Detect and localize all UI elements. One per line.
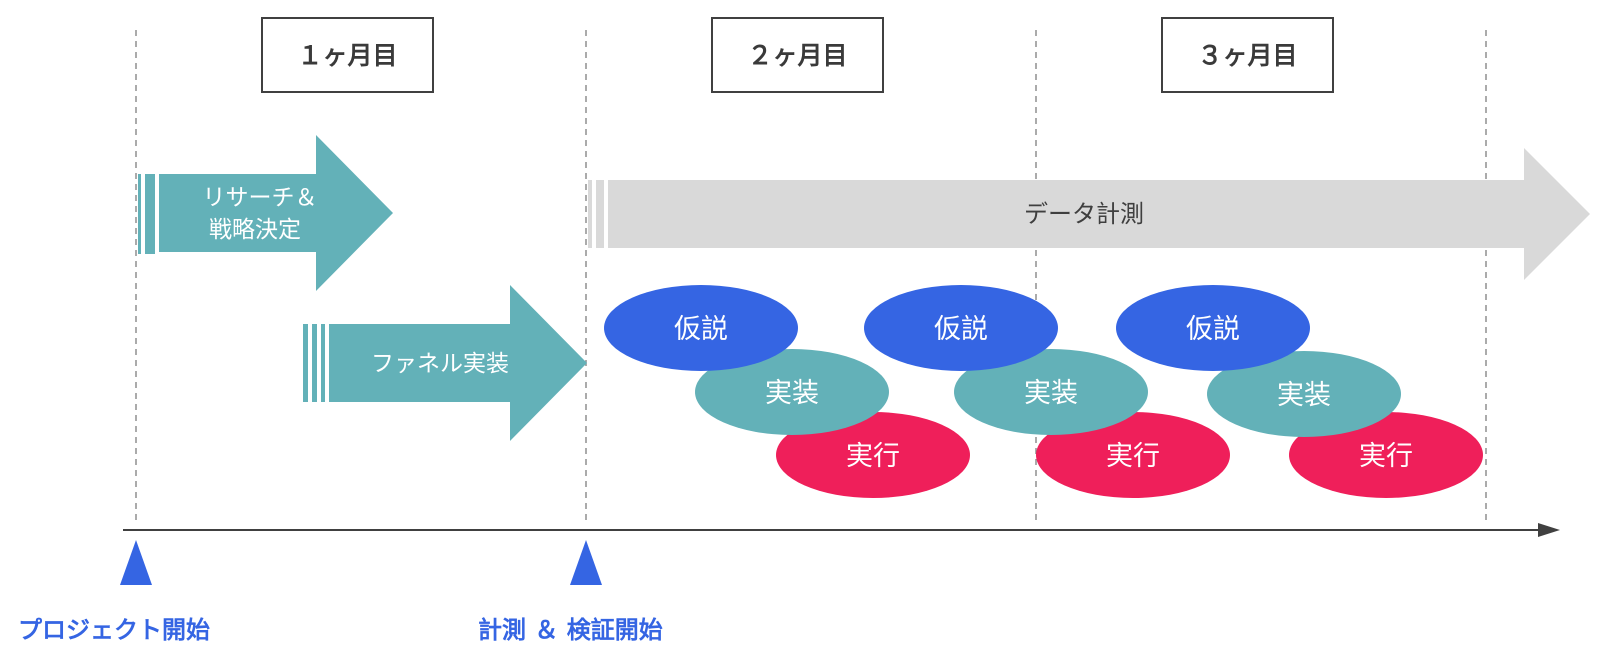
- implement-ellipse: [1207, 351, 1401, 437]
- milestone-label: 計測 ＆ 検証開始: [478, 616, 663, 644]
- research-label-line1: リサーチ＆: [203, 185, 318, 211]
- implement-label: 実装: [1277, 380, 1331, 411]
- implement-ellipse: [695, 349, 889, 435]
- execute-ellipse: [776, 412, 970, 498]
- milestone-triangle-icon: [120, 540, 152, 585]
- research-arrow: リサーチ＆ 戦略決定: [138, 135, 393, 291]
- data-measurement-arrow: データ計測: [588, 148, 1590, 280]
- arrow-stripe: [138, 174, 141, 254]
- execute-label: 実行: [846, 441, 900, 472]
- hypothesis-ellipse: [1116, 285, 1310, 371]
- month-label: １ヶ月目: [297, 41, 397, 70]
- arrow-stripe: [321, 324, 325, 402]
- cycle-1: 実行 実装 仮説: [604, 285, 970, 498]
- month-header-3: ３ヶ月目: [1161, 17, 1334, 93]
- data-measurement-label: データ計測: [1024, 200, 1144, 228]
- milestone-label: プロジェクト開始: [18, 616, 210, 644]
- arrow-body: [329, 285, 587, 441]
- arrow-body: [159, 135, 393, 291]
- period-separators: [135, 30, 1487, 520]
- hypothesis-label: 仮説: [934, 314, 988, 345]
- hypothesis-ellipse: [864, 285, 1058, 371]
- month-box: [261, 17, 434, 93]
- execute-label: 実行: [1359, 441, 1413, 472]
- cycle-3: 実行 実装 仮説: [1116, 285, 1483, 498]
- arrow-stripe: [145, 174, 155, 254]
- month-header-1: １ヶ月目: [261, 17, 434, 93]
- milestone-project-start: プロジェクト開始: [18, 540, 210, 644]
- research-label-line2: 戦略決定: [209, 217, 301, 243]
- timeline-axis: [123, 523, 1560, 537]
- implement-label: 実装: [765, 378, 819, 409]
- hypothesis-ellipse: [604, 285, 798, 371]
- arrow-stripe: [588, 180, 592, 248]
- milestone-measurement-start: 計測 ＆ 検証開始: [478, 540, 663, 644]
- arrow-body: [608, 148, 1590, 280]
- arrow-stripe: [312, 324, 317, 402]
- arrow-stripe: [596, 180, 604, 248]
- month-box: [711, 17, 884, 93]
- implement-ellipse: [954, 349, 1148, 435]
- hypothesis-label: 仮説: [674, 314, 728, 345]
- funnel-label: ファネル実装: [371, 351, 509, 377]
- month-label: ３ヶ月目: [1197, 41, 1297, 70]
- milestone-triangle-icon: [570, 540, 602, 585]
- month-label: ２ヶ月目: [747, 41, 847, 70]
- cycle-2: 実行 実装 仮説: [864, 285, 1230, 498]
- arrow-stripe: [303, 324, 308, 402]
- funnel-arrow: ファネル実装: [303, 285, 587, 441]
- execute-ellipse: [1036, 412, 1230, 498]
- implement-label: 実装: [1024, 378, 1078, 409]
- month-header-2: ２ヶ月目: [711, 17, 884, 93]
- hypothesis-label: 仮説: [1186, 314, 1240, 345]
- month-box: [1161, 17, 1334, 93]
- execute-label: 実行: [1106, 441, 1160, 472]
- timeline-arrowhead: [1538, 523, 1560, 537]
